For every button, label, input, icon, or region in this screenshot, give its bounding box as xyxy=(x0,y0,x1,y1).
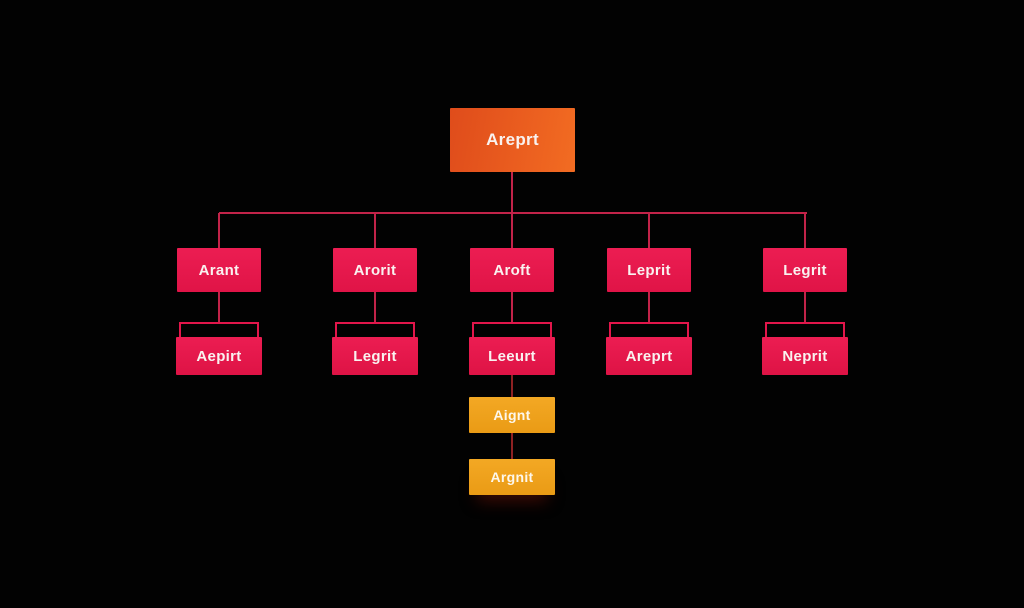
level3-node-1-label: Aepirt xyxy=(196,347,242,365)
connector-bus xyxy=(219,212,807,214)
connector-l3-l4 xyxy=(511,375,513,397)
level2-node-3: Aroft xyxy=(470,248,554,292)
level3-node-4-label: Areprt xyxy=(625,347,673,365)
level2-node-1: Arant xyxy=(177,248,261,292)
level4-node-2-label: Argnit xyxy=(490,469,534,485)
connector-drop-1 xyxy=(218,213,220,248)
connector-root-stem xyxy=(511,172,513,213)
level2-node-4: Leprit xyxy=(607,248,691,292)
connector-drop-4 xyxy=(648,213,650,248)
level3-node-5-label: Neprit xyxy=(782,347,828,365)
connector-drop-3 xyxy=(511,213,513,248)
level4-node-1: Aignt xyxy=(469,397,555,433)
root-node-label: Areprt xyxy=(486,130,539,149)
level3-node-4: Areprt xyxy=(606,337,692,375)
level4-node-1-label: Aignt xyxy=(493,407,531,423)
connector-drop-2 xyxy=(374,213,376,248)
level2-node-5-label: Legrit xyxy=(783,261,827,279)
connector-l2-l3-5 xyxy=(804,292,806,322)
level4-node-2: Argnit xyxy=(469,459,555,495)
level2-node-4-label: Leprit xyxy=(627,261,671,279)
level3-node-5: Neprit xyxy=(762,337,848,375)
connector-l2-l3-2 xyxy=(374,292,376,322)
level3-node-3-label: Leeurt xyxy=(488,347,536,365)
connector-l2-l3-3 xyxy=(511,292,513,322)
level2-node-3-label: Aroft xyxy=(493,261,531,279)
level3-node-2-label: Legrit xyxy=(353,347,397,365)
level2-node-5: Legrit xyxy=(763,248,847,292)
level2-node-2-label: Arorit xyxy=(353,261,397,279)
level2-node-2: Arorit xyxy=(333,248,417,292)
level3-node-1: Aepirt xyxy=(176,337,262,375)
level3-node-3: Leeurt xyxy=(469,337,555,375)
connector-l4-l5 xyxy=(511,433,513,459)
root-node: Areprt xyxy=(450,108,575,172)
connector-l2-l3-4 xyxy=(648,292,650,322)
connector-drop-5 xyxy=(804,213,806,248)
level3-node-2: Legrit xyxy=(332,337,418,375)
level2-node-1-label: Arant xyxy=(198,261,240,279)
connector-l2-l3-1 xyxy=(218,292,220,322)
